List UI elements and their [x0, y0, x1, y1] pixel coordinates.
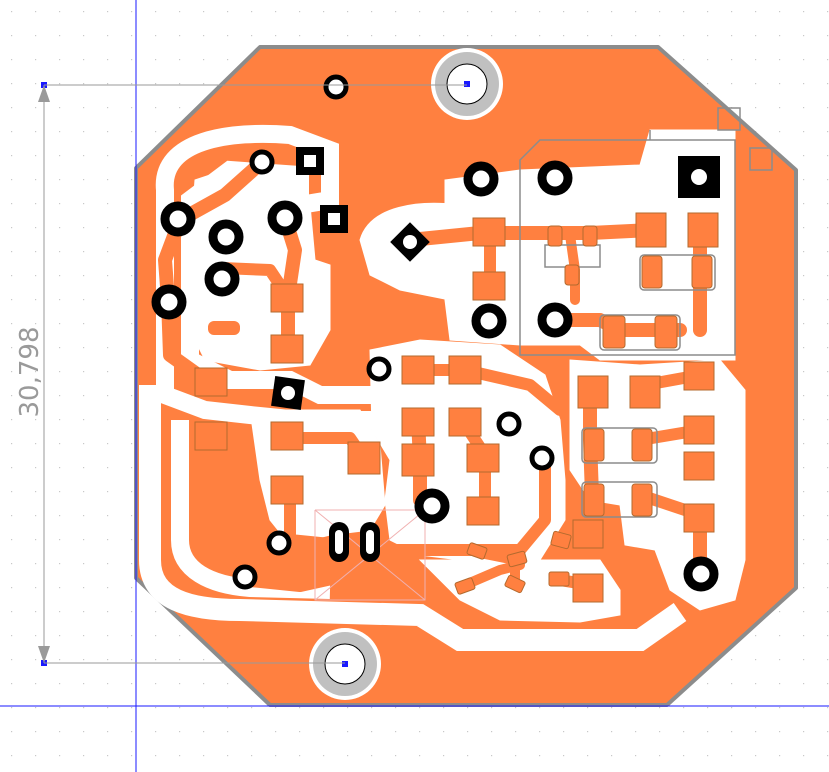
smd-pad [583, 428, 605, 462]
through-hole-pads[interactable] [151, 74, 719, 592]
smd-pad [654, 315, 678, 349]
tht-pad [537, 160, 573, 196]
smd-pad [602, 315, 626, 349]
smd-pad [504, 574, 526, 594]
smd-pad [401, 355, 435, 385]
tht-pad [366, 356, 392, 382]
small-copper-pads [208, 321, 240, 335]
dimension-label: 30,798 [15, 327, 45, 418]
silkscreen [519, 107, 773, 518]
tht-pad [537, 302, 573, 338]
tht-pad [529, 445, 555, 471]
smd-pad [687, 212, 719, 248]
slot-hole [335, 530, 343, 554]
smd-pad [448, 355, 482, 385]
slot-hole [366, 530, 374, 554]
smd-pad [683, 361, 715, 391]
smd-pad [270, 475, 304, 505]
smd-pad [347, 441, 381, 475]
smd-pad [629, 375, 661, 409]
smd-pad [631, 483, 653, 517]
tht-pad [414, 488, 450, 524]
smd-pad [641, 255, 663, 289]
smd-pad [472, 271, 506, 301]
smd-pad [506, 550, 528, 568]
dimension-line[interactable] [38, 84, 467, 664]
slot-pads[interactable] [329, 522, 380, 562]
smd-pad [547, 225, 563, 247]
smd-pad [401, 443, 435, 477]
smd-pad [472, 217, 506, 247]
tht-pad [471, 303, 507, 339]
smd-pad [683, 503, 715, 533]
square-pad-hole [304, 155, 316, 167]
tht-pad [204, 261, 240, 297]
tht-pad [266, 530, 292, 556]
smd-pad [631, 428, 653, 462]
square-pad-hole [328, 213, 340, 225]
tht-pad [267, 200, 303, 236]
smd-pad [270, 283, 304, 313]
smd-pad [635, 212, 667, 248]
smd-pad [448, 407, 482, 437]
smd-pad [194, 367, 228, 397]
smd-pad [270, 334, 304, 364]
smd-pad [401, 407, 435, 437]
tht-pad [323, 74, 349, 100]
smd-pad [466, 443, 500, 473]
smd-pad [194, 421, 228, 451]
smd-pad [564, 264, 580, 286]
smd-pad [466, 496, 500, 526]
smd-pad [577, 375, 609, 409]
smd-pad [270, 421, 304, 451]
square-pads[interactable] [271, 147, 720, 410]
smd-pad [466, 542, 488, 560]
smd-pad [548, 571, 570, 587]
tht-pad [463, 161, 499, 197]
tht-pad [151, 284, 187, 320]
smd-pad [572, 573, 604, 603]
tht-pad [208, 219, 244, 255]
smd-pad [572, 519, 604, 549]
smd-pad [683, 451, 715, 481]
smd-pad [683, 415, 715, 445]
tht-pad [496, 411, 522, 437]
smd-pad [550, 530, 572, 550]
tht-pad [232, 564, 258, 590]
tht-pad [683, 556, 719, 592]
tht-pad [249, 149, 275, 175]
smd-pad [454, 577, 476, 595]
smd-pads[interactable] [194, 212, 719, 603]
smd-pad [582, 225, 598, 247]
tht-pad [160, 201, 196, 237]
smd-pad [583, 483, 605, 517]
smd-pad [691, 255, 713, 289]
